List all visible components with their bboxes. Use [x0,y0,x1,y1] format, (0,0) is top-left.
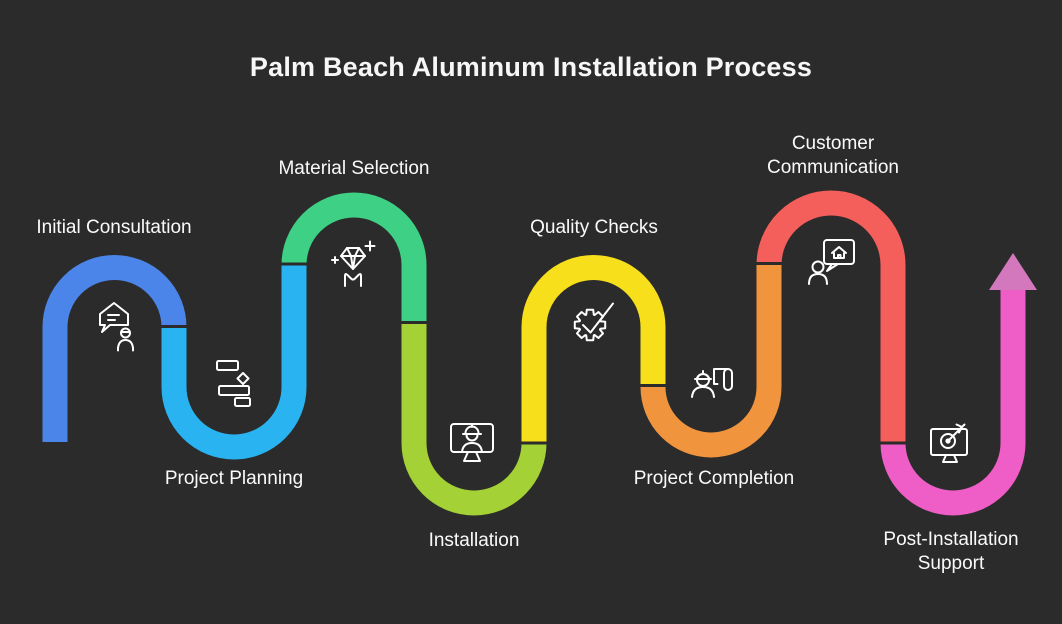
label-customer-communication: Customer Communication [767,133,899,178]
segment-material-selection [281,192,427,323]
arrow-up-icon [989,253,1037,290]
label-installation: Installation [428,530,520,551]
label-project-completion: Project Completion [633,468,795,489]
segment-installation [401,323,547,516]
segment-post-installation-support [880,289,1026,516]
label-quality-checks: Quality Checks [530,217,658,238]
label-project-planning: Project Planning [164,468,304,489]
quality-icon [573,302,614,342]
segment-customer-communication [756,190,906,443]
material-icon [331,240,376,287]
segment-quality-checks [521,255,666,443]
segment-separators [160,262,907,445]
planning-icon [216,360,251,407]
label-initial-consultation: Initial Consultation [36,217,192,238]
label-post-installation-support: Post-Installation Support [883,529,1019,574]
segment-project-completion [640,264,782,458]
page-title: Palm Beach Aluminum Installation Process [249,52,813,82]
segment-initial-consultation [42,255,187,442]
support-icon [930,423,968,463]
consultation-icon [99,302,134,352]
flow-path [42,190,1026,516]
segment-project-planning [161,263,307,460]
label-material-selection: Material Selection [278,158,430,179]
completion-icon [691,368,733,398]
installation-icon [450,423,494,462]
communication-icon [808,239,855,285]
